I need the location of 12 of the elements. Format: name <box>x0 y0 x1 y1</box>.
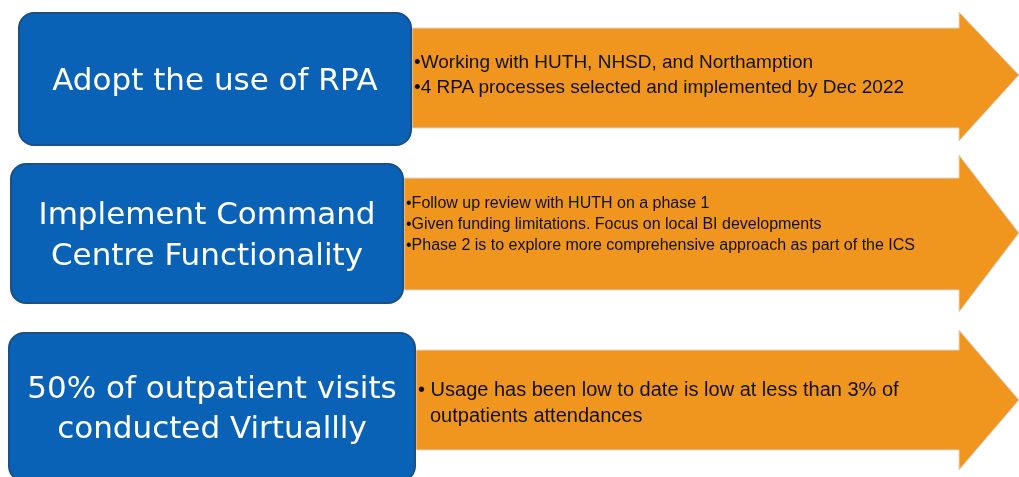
arrow-shape <box>412 12 1019 141</box>
arrow-shape <box>404 155 1019 312</box>
bullet-text: •Working with HUTH, NHSD, and Northamption <box>414 50 815 74</box>
goal-box: Adopt the use of RPA <box>18 12 412 146</box>
bullet-text: •Given funding limitations. Focus on local BI developments <box>406 213 823 234</box>
arrow-shape <box>416 330 1019 470</box>
bullet-text: •Follow up review with HUTH on a phase 1 <box>406 193 711 213</box>
bullet-text: • Usage has been low to date is low at less than 3% of outpatients attendances <box>418 377 900 428</box>
bullet-text: •4 RPA processes selected and implemented by Dec 2022 <box>414 74 906 99</box>
goal-box: Implement Command Centre Functionality <box>10 163 404 304</box>
bullet-text: •Phase 2 is to explore more comprehensive approach as part of the ICS <box>406 234 916 255</box>
goal-box: 50% of outpatient visits conducted Virtuallly <box>8 332 416 477</box>
